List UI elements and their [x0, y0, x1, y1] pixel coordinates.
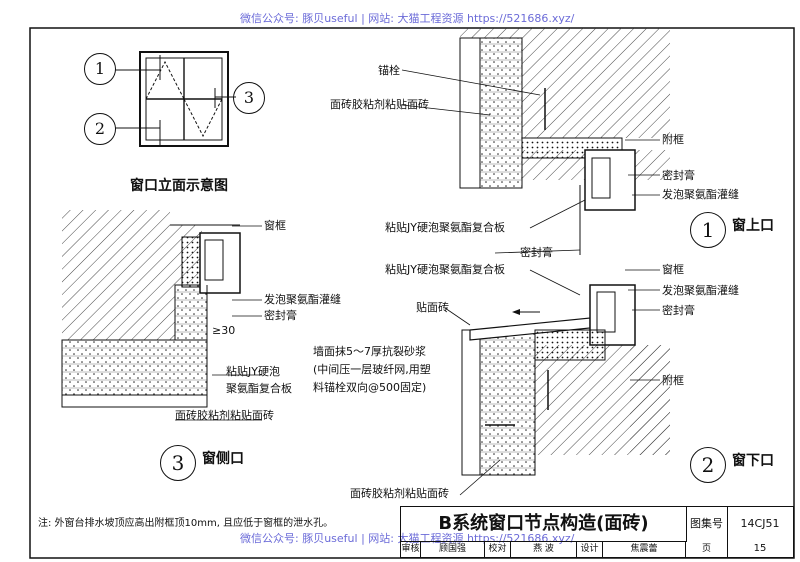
- side-dimension: ≥30: [212, 324, 236, 337]
- detail-2-title: 窗下口: [732, 453, 774, 469]
- drawing-title: B系统窗口节点构造(面砖): [401, 507, 687, 542]
- top-foam-label: 发泡聚氨酯灌缝: [662, 188, 739, 201]
- detail-3-number: 3: [160, 445, 196, 481]
- detail-1-number: 1: [690, 212, 726, 248]
- checker-name: 燕 波: [511, 541, 577, 557]
- side-foam-label: 发泡聚氨酯灌缝: [264, 293, 341, 306]
- design-label: 设计: [577, 541, 603, 557]
- side-board-label-2: 聚氨酯复合板: [226, 382, 292, 395]
- elevation-schematic: [115, 51, 236, 147]
- page-label: 页: [686, 541, 728, 557]
- page-number: 15: [753, 543, 767, 554]
- bottom-sealant-label: 密封膏: [662, 304, 695, 317]
- bottom-mortar-line-2: (中间压一层玻纤网,用塑: [313, 363, 431, 376]
- top-anchor-label: 锚栓: [378, 64, 400, 77]
- designer-name: 焦震蕾: [603, 541, 686, 557]
- detail-bottom-drawing: [461, 284, 670, 476]
- side-board-label-1: 粘贴JY硬泡: [226, 365, 280, 378]
- detail-3-title: 窗侧口: [202, 451, 244, 467]
- side-sealant-label: 密封膏: [264, 309, 297, 322]
- atlas-number: 14CJ51: [740, 517, 780, 530]
- review-label: 审核: [401, 541, 421, 557]
- watermark-top: 微信公众号: 豚贝useful | 网站: 大猫工程资源 https://521…: [240, 12, 575, 25]
- marker-3: 3: [233, 82, 265, 114]
- bottom-subframe-label: 附框: [662, 374, 684, 387]
- marker-1: 1: [84, 53, 116, 85]
- bottom-board-label: 粘贴JY硬泡聚氨酯复合板: [385, 263, 505, 276]
- bottom-mortar-line-1: 墙面抹5～7厚抗裂砂浆: [313, 345, 426, 358]
- check-label: 校对: [485, 541, 511, 557]
- bottom-tile-adhesive-label: 面砖胶粘剂粘贴面砖: [350, 487, 449, 500]
- top-subframe-label: 附框: [662, 133, 684, 146]
- bottom-foam-label: 发泡聚氨酯灌缝: [662, 284, 739, 297]
- title-block: B系统窗口节点构造(面砖) 图集号 14CJ51 审核 顾国强 校对 燕 波 设…: [400, 506, 794, 558]
- detail-side-drawing: [61, 210, 241, 408]
- top-sealant-label: 密封膏: [662, 169, 695, 182]
- marker-2: 2: [84, 113, 116, 145]
- footnote: 注: 外窗台排水坡顶应高出附框顶10mm, 且应低于窗框的泄水孔。: [38, 518, 334, 529]
- top-tile-adhesive-label: 面砖胶粘剂粘贴面砖: [330, 98, 429, 111]
- leader-lines: [175, 69, 660, 496]
- top-sealant2-label: 密封膏: [520, 246, 553, 259]
- bottom-frame-label: 窗框: [662, 263, 684, 276]
- top-board-label: 粘贴JY硬泡聚氨酯复合板: [385, 221, 505, 234]
- detail-1-title: 窗上口: [732, 218, 774, 234]
- side-frame-label: 窗框: [264, 219, 286, 232]
- bottom-mortar-line-3: 料锚栓双向@500固定): [313, 381, 427, 394]
- side-tile-adhesive-label: 面砖胶粘剂粘贴面砖: [175, 409, 274, 422]
- reviewer-name: 顾国强: [421, 541, 485, 557]
- detail-2-number: 2: [690, 447, 726, 483]
- bottom-tile-label: 贴面砖: [416, 301, 449, 314]
- detail-top-drawing: [459, 28, 670, 255]
- sheet-border: [29, 27, 795, 559]
- atlas-label: 图集号: [686, 507, 728, 541]
- elevation-title: 窗口立面示意图: [130, 178, 228, 194]
